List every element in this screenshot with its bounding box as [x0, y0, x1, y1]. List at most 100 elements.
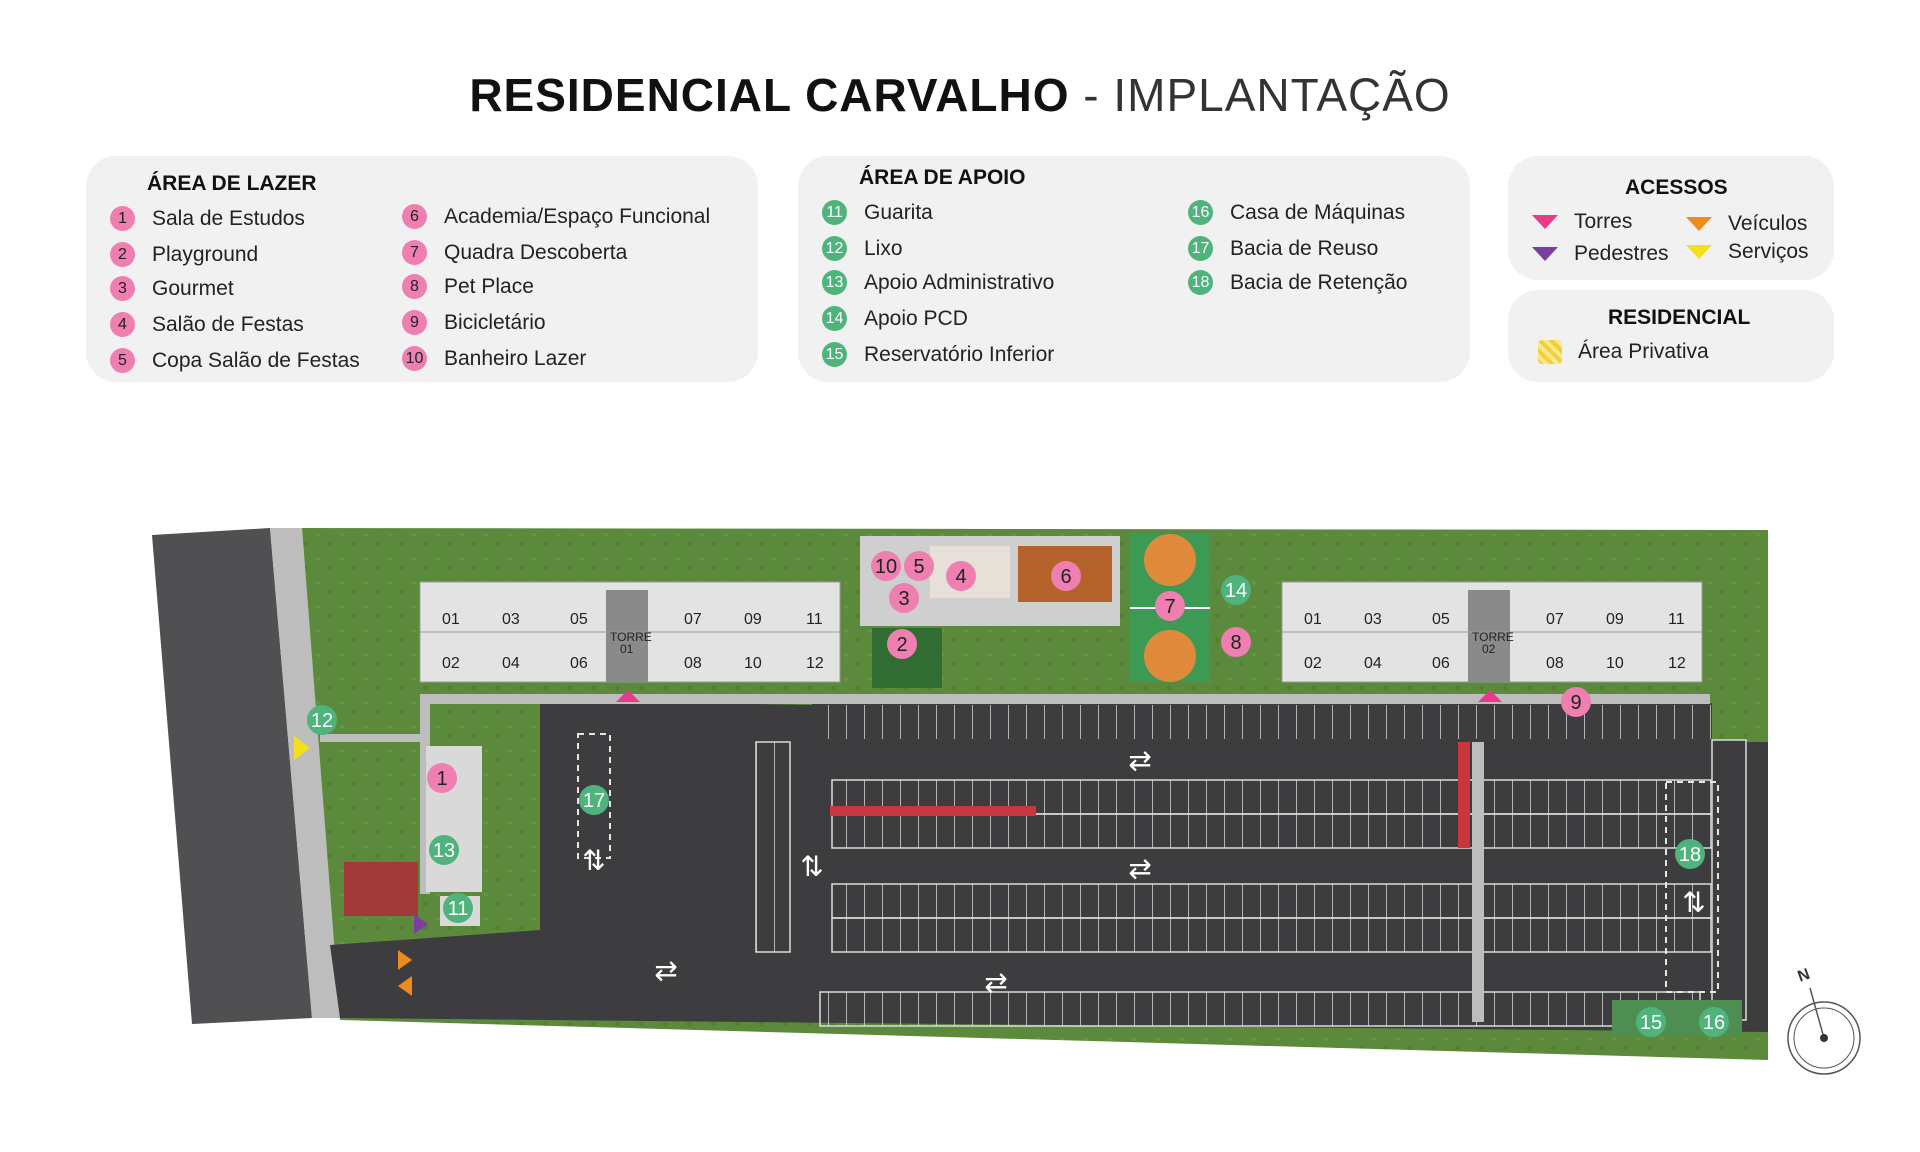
map-marker-14: 14	[1221, 575, 1251, 605]
map-marker-label: 4	[955, 566, 966, 588]
parking-stalls-row-bottom	[819, 991, 1701, 1027]
parking-stalls-row-4	[831, 917, 1713, 953]
map-marker-17: 17	[579, 785, 609, 815]
triangle-2-icon	[1532, 247, 1558, 261]
tower2-unit-bottom-5: 12	[1668, 655, 1686, 672]
map-marker-label: 5	[913, 556, 924, 578]
marker-3-icon: 3	[110, 276, 135, 301]
traffic-arrows-icon: ⇄	[984, 966, 1007, 999]
compass-north-label: N	[1796, 966, 1813, 986]
legend-residencial-heading: RESIDENCIAL	[1608, 306, 1751, 329]
marker-12-icon: 12	[822, 236, 847, 261]
walkway	[420, 694, 1710, 704]
marker-17-icon: 17	[1188, 236, 1213, 261]
crosswalk	[1472, 742, 1484, 1022]
map-marker-label: 15	[1640, 1012, 1662, 1034]
marker-10-icon: 10	[402, 346, 427, 371]
tower-02-label: TORRE	[1472, 630, 1514, 644]
parking-stalls-row-2	[831, 813, 1713, 849]
map-marker-3: 3	[889, 583, 919, 613]
map-marker-15: 15	[1636, 1007, 1666, 1037]
legend-access-veículos: Veículos	[1686, 212, 1807, 236]
access-torres-icon-2	[1478, 690, 1502, 702]
tower2-unit-bottom-1: 04	[1364, 655, 1382, 672]
north-compass-icon: N	[1787, 966, 1861, 1075]
tower1-unit-top-2: 05	[570, 611, 588, 628]
court-basket-bottom	[1144, 630, 1196, 682]
map-marker-label: 3	[898, 588, 909, 610]
map-marker-12: 12	[307, 705, 337, 735]
hedge-red	[830, 806, 1036, 816]
tower2-unit-top-5: 11	[1668, 611, 1685, 628]
hatch-swatch-icon	[1538, 340, 1562, 364]
legend-access-serviços: Serviços	[1686, 240, 1809, 264]
marker-4-icon: 4	[110, 312, 135, 337]
legend-access-torres: Torres	[1532, 210, 1632, 234]
legend-acessos-heading: ACESSOS	[1625, 176, 1728, 199]
marker-14-icon: 14	[822, 306, 847, 331]
legend-apoio-heading: ÁREA DE APOIO	[859, 166, 1026, 189]
tower1-unit-bottom-1: 04	[502, 655, 520, 672]
tower-01-number: 01	[620, 642, 634, 656]
traffic-arrows-icon: ⇄	[1128, 744, 1151, 777]
tower1-unit-bottom-4: 10	[744, 655, 762, 672]
marker-13-icon: 13	[822, 270, 847, 295]
map-marker-6: 6	[1051, 561, 1081, 591]
access-veiculos-icon	[398, 950, 412, 970]
legend-area-privativa: Área Privativa	[1538, 340, 1709, 364]
marker-7-icon: 7	[402, 240, 427, 265]
marker-6-icon: 6	[402, 204, 427, 229]
tower-01-label: TORRE	[610, 630, 652, 644]
triangle-3-icon	[1686, 245, 1712, 259]
access-servicos-icon	[294, 736, 310, 760]
path-to-lixo	[320, 734, 424, 742]
map-marker-label: 9	[1570, 692, 1581, 714]
map-marker-5: 5	[904, 551, 934, 581]
traffic-arrows-icon: ⇅	[1682, 886, 1705, 919]
map-marker-13: 13	[429, 835, 459, 865]
marker-5-icon: 5	[110, 348, 135, 373]
map-marker-label: 10	[875, 556, 897, 578]
tower-02	[1281, 581, 1703, 683]
map-marker-16: 16	[1699, 1007, 1729, 1037]
triangle-0-icon	[1532, 215, 1558, 229]
triangle-1-icon	[1686, 217, 1712, 231]
tower1-unit-top-3: 07	[684, 611, 702, 628]
map-marker-label: 17	[583, 790, 605, 812]
parking-stalls-left	[755, 741, 791, 953]
tower1-unit-top-5: 11	[806, 611, 823, 628]
garden-red	[344, 862, 418, 916]
tower2-unit-bottom-2: 06	[1432, 655, 1450, 672]
page-title: RESIDENCIAL CARVALHO - IMPLANTAÇÃO	[469, 69, 1451, 121]
tower2-unit-top-3: 07	[1546, 611, 1564, 628]
map-marker-4: 4	[946, 561, 976, 591]
map-marker-label: 18	[1679, 844, 1701, 866]
tower1-unit-bottom-3: 08	[684, 655, 702, 672]
marker-15-icon: 15	[822, 342, 847, 367]
street	[152, 528, 312, 1024]
reuse-basin	[577, 733, 611, 859]
marker-18-icon: 18	[1188, 270, 1213, 295]
marker-1-icon: 1	[110, 206, 135, 231]
parking-stalls-row-top	[812, 705, 1712, 739]
map-marker-label: 8	[1230, 632, 1241, 654]
traffic-arrows-icon: ⇅	[582, 844, 605, 877]
parking-stalls-row-3	[831, 883, 1713, 919]
tower1-unit-bottom-0: 02	[442, 655, 460, 672]
access-pedestres-icon	[414, 914, 428, 934]
traffic-arrows-icon: ⇄	[654, 954, 677, 987]
